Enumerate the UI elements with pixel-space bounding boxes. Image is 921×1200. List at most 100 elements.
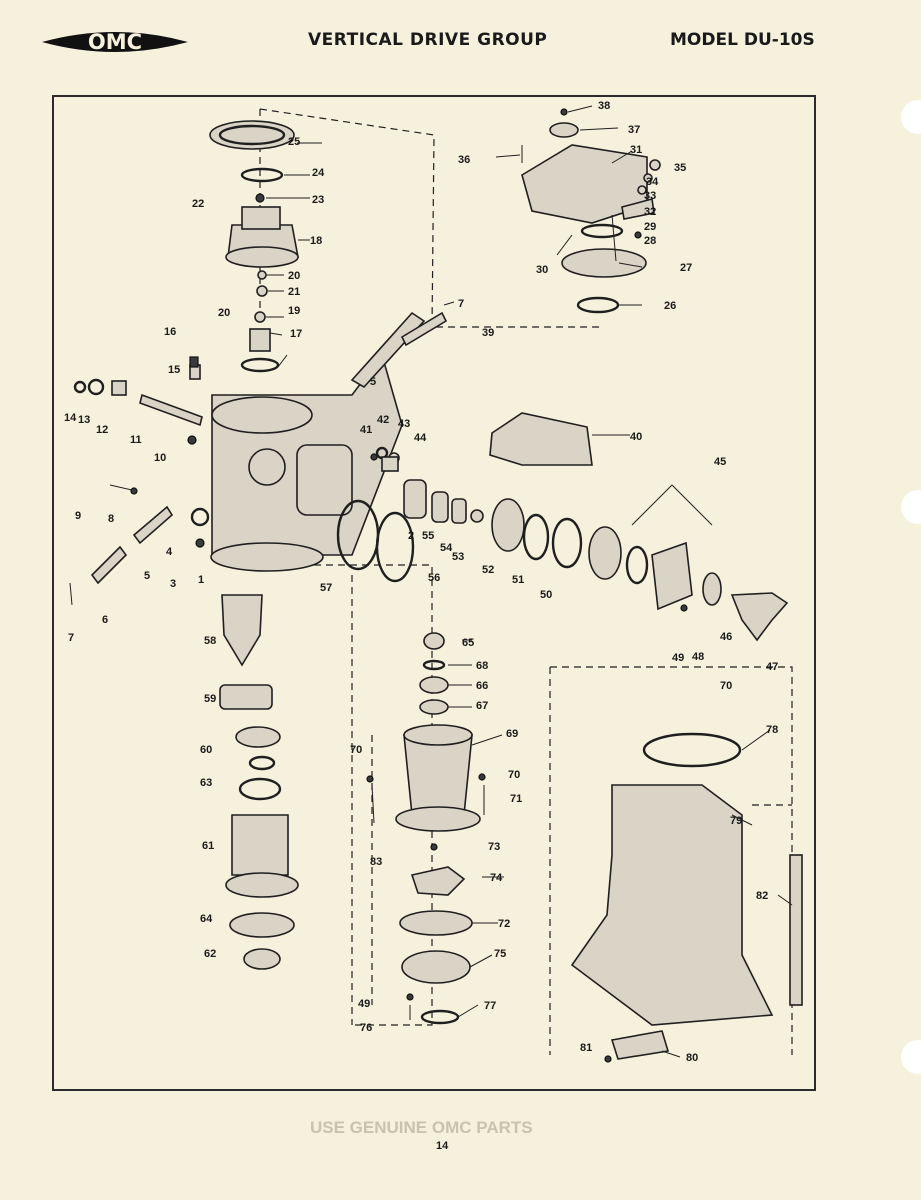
part-49b-screw xyxy=(406,993,414,1001)
callout-54: 54 xyxy=(440,542,453,554)
callout-2: 2 xyxy=(408,530,414,542)
callout-28: 28 xyxy=(644,235,656,247)
part-5b-gasket xyxy=(350,311,426,389)
callout-30: 30 xyxy=(536,264,548,276)
callout-68: 68 xyxy=(476,660,488,672)
part-8-washer xyxy=(130,487,138,495)
callout-29: 29 xyxy=(644,221,656,233)
callout-57: 57 xyxy=(320,582,332,594)
part-16-spring xyxy=(189,356,199,368)
callout-7: 7 xyxy=(68,632,74,644)
callout-83: 83 xyxy=(370,856,382,868)
callout-18: 18 xyxy=(310,235,322,247)
callout-20: 20 xyxy=(288,270,300,282)
part-60-ring xyxy=(248,755,276,771)
part-11-shaft xyxy=(139,393,203,427)
callout-70: 70 xyxy=(350,744,362,756)
part-26-ring xyxy=(576,296,620,314)
part-56-ring xyxy=(375,511,415,583)
part-69-base xyxy=(395,806,481,832)
callout-52: 52 xyxy=(482,564,494,576)
part-53-key xyxy=(470,509,484,523)
part-45-housing xyxy=(651,541,693,611)
diagram-frame xyxy=(52,95,816,1091)
callout-75: 75 xyxy=(494,948,506,960)
callout-49b: 49 xyxy=(358,998,370,1010)
part-69-top xyxy=(403,724,473,746)
callout-72: 72 xyxy=(498,918,510,930)
callout-77: 77 xyxy=(484,1000,496,1012)
part-67-seal xyxy=(419,699,449,715)
part-47-knob xyxy=(730,592,789,642)
part-64-plate xyxy=(229,912,295,938)
part-45-seal xyxy=(625,545,649,585)
callout-59: 59 xyxy=(204,693,216,705)
part-4-ring xyxy=(190,507,210,527)
callout-51: 51 xyxy=(512,574,524,586)
callout-33: 33 xyxy=(644,190,656,202)
part-27-plate xyxy=(561,248,647,278)
callout-34: 34 xyxy=(646,176,659,188)
bleed-through-text: USE GENUINE OMC PARTS xyxy=(310,1118,533,1137)
part-45-bearing xyxy=(588,526,622,580)
part-10-pin xyxy=(187,435,197,445)
callout-17: 17 xyxy=(290,328,302,340)
part-23-screw xyxy=(255,193,265,203)
callout-60: 60 xyxy=(200,744,212,756)
callout-49: 49 xyxy=(672,652,684,664)
part-1-gear-housing xyxy=(210,353,403,572)
part-12-seal xyxy=(111,380,127,396)
callout-12: 12 xyxy=(96,424,108,436)
callout-56: 56 xyxy=(428,572,440,584)
part-44-gear xyxy=(381,456,399,472)
part-66-seal xyxy=(419,676,449,694)
part-61-housing xyxy=(231,814,289,876)
part-37-plate xyxy=(549,122,579,138)
part-79-exhaust-housing xyxy=(570,784,774,1026)
callout-62: 62 xyxy=(204,948,216,960)
callout-67: 67 xyxy=(476,700,488,712)
part-38-screw xyxy=(560,108,568,116)
callout-48: 48 xyxy=(692,651,704,663)
part-34-washer xyxy=(643,173,653,183)
part-72-plate xyxy=(399,910,473,936)
part-46-seal xyxy=(702,572,722,606)
callout-3: 3 xyxy=(170,578,176,590)
callout-66: 66 xyxy=(476,680,488,692)
part-5-gasket xyxy=(132,505,174,545)
callout-38: 38 xyxy=(598,100,610,112)
callout-23: 23 xyxy=(312,194,324,206)
callout-4: 4 xyxy=(166,546,173,558)
page-header: OMC VERTICAL DRIVE GROUP MODEL DU-10S xyxy=(40,24,840,64)
callout-64: 64 xyxy=(200,913,213,925)
callout-50: 50 xyxy=(540,589,552,601)
callout-24: 24 xyxy=(312,167,325,179)
callout-7b: 7 xyxy=(458,298,464,310)
part-65-bushing xyxy=(423,632,445,650)
part-39-plate xyxy=(400,311,448,347)
callout-45: 45 xyxy=(714,456,726,468)
callout-47: 47 xyxy=(766,661,778,673)
callout-31: 31 xyxy=(630,144,642,156)
callout-53: 53 xyxy=(452,551,464,563)
callout-11: 11 xyxy=(130,434,142,446)
callout-13: 13 xyxy=(78,414,90,426)
callout-73: 73 xyxy=(488,841,500,853)
callout-70c: 70 xyxy=(720,680,732,692)
callout-79: 79 xyxy=(730,815,742,827)
part-52-gear xyxy=(491,498,525,552)
part-6-cover xyxy=(90,545,128,585)
callout-55: 55 xyxy=(422,530,434,542)
callout-76: 76 xyxy=(360,1022,372,1034)
part-60-bearing xyxy=(235,726,281,748)
part-2-bearing xyxy=(403,479,427,519)
part-80-plate xyxy=(610,1030,670,1060)
callout-46: 46 xyxy=(720,631,732,643)
callout-27: 27 xyxy=(680,262,692,274)
callout-37: 37 xyxy=(628,124,640,136)
part-40-gear-segment xyxy=(489,412,593,466)
part-50-ring xyxy=(551,517,583,569)
binder-hole xyxy=(901,490,921,524)
callout-41: 41 xyxy=(360,424,372,436)
